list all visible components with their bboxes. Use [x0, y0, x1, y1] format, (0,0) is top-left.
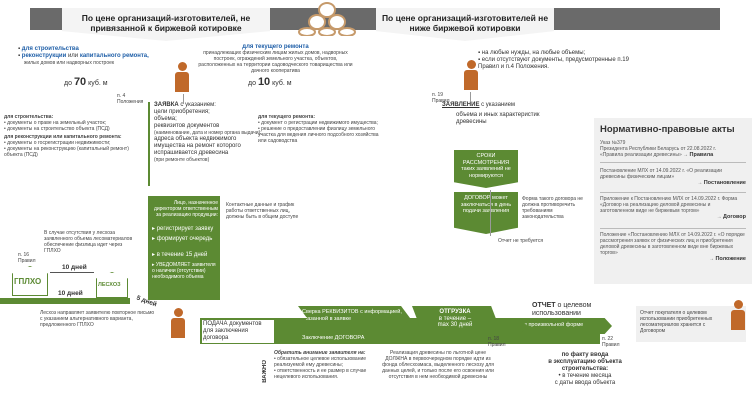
days-10-bottom: 10 дней [58, 290, 83, 297]
position-label-2: п. 19 Правил [432, 92, 450, 104]
right-top-conditions: ▪ на любые нужды, на любые объемы; ▪ есл… [478, 50, 643, 71]
banner-right-text: По цене организаций-изготовителей не ниж… [381, 13, 549, 33]
leskhoz-column [148, 196, 220, 300]
connector-report [490, 190, 491, 236]
green-floor [0, 298, 130, 304]
middle-top-repair: для текущего ремонта принадлежащих физич… [198, 44, 353, 74]
person-icon-right [463, 60, 479, 90]
leskhoz-label: ЛЕСХОЗ [98, 282, 121, 288]
leskhoz-building [96, 272, 128, 298]
gplho-building [12, 266, 48, 296]
warning-block: Обратить внимание заявителя на: • обязат… [274, 350, 367, 380]
npa-link-rules[interactable]: Правила [689, 152, 714, 158]
flow-step-report: ОТЧЕТ о целевом использовании [532, 302, 592, 317]
days-10-top: 10 дней [62, 264, 87, 271]
volume-70: до 70 куб. м [64, 76, 108, 88]
report-deadline: по факту ввода в эксплуатацию объекта ст… [548, 352, 622, 386]
volume-10: до 10 куб. м [248, 76, 292, 88]
flow-step-contract: Заключение ДОГОВОРА [298, 332, 398, 344]
person-icon-bottom [170, 308, 186, 338]
purpose-note: жилых домов или надворных построек [24, 60, 115, 66]
contract-box: ДОГОВОР может заключаться в день подачи … [454, 192, 518, 234]
leskhoz-notify: ▸ УВЕДОМЛЯЕТ заявителя о наличии (отсутс… [152, 262, 216, 280]
connector-right [470, 92, 471, 102]
leskhoz-letter: Лесхоз направляет заявителю повторное пи… [40, 310, 155, 328]
application-left: ЗАЯВКА с указанием: цели приобретения; о… [148, 102, 266, 186]
price-note: Реализация древесины по льготной цене ДО… [382, 350, 494, 380]
report-note: Отчет не требуется [498, 238, 544, 244]
banner-left: По цене организаций-изготовителей, не пр… [62, 8, 270, 41]
flow-step-archive [636, 306, 746, 342]
npa-item-3: Приложение к Постановлению МЛХ от 14.09.… [600, 196, 746, 220]
position-label-4: п. 18 Правил [488, 336, 506, 348]
npa-item-2: Постановление МЛХ от 14.09.2022 г. «О ре… [600, 168, 746, 186]
no-wood-note: В случае отсутствия у лесхоза заявленног… [44, 230, 133, 254]
npa-divider-3 [600, 228, 746, 229]
condition-docs: ▪ если отсутствуют документы, предусмотр… [478, 57, 629, 70]
repair-title: для текущего ремонта [242, 44, 309, 50]
npa-item-4: Положение «Постановлению МЛХ от 14.09.20… [600, 232, 746, 262]
connector-left [183, 94, 184, 104]
arrow-gplho-leskhoz [50, 272, 94, 273]
npa-divider-2 [600, 192, 746, 193]
flow-step-verify: Сверка РЕКВИЗИТОВ с информацией, указанн… [298, 306, 410, 330]
logs-icon [291, 2, 363, 37]
vazhno-label: ВАЖНО [262, 360, 268, 383]
docs-left: для строительства: • документы о праве н… [4, 114, 129, 158]
npa-panel [594, 118, 752, 284]
flow-step-shipment: ОТГРУЗКА в течение – max 30 дней [412, 306, 498, 342]
banner-left-text: По цене организаций-изготовителей, не пр… [81, 13, 251, 33]
npa-link-resolution[interactable]: Постановление [703, 180, 746, 186]
person-icon-archive [730, 300, 746, 330]
npa-divider-1 [600, 162, 746, 163]
npa-link-contract[interactable]: Договор [723, 214, 746, 220]
application-right-item: объема и иных характеристик древесины [456, 112, 540, 125]
flow-step-submit: ПОДАЧА документов для заключения договор… [202, 320, 274, 343]
archive-text: Отчет покупателя о целевом использовании… [640, 310, 713, 334]
leskhoz-register: ▸ регистрирует заявку [152, 226, 214, 232]
person-icon-left [174, 62, 190, 92]
npa-title: Нормативно-правовые акты [600, 124, 735, 135]
npa-item-1: Указ №379 Президента Республики Беларусь… [600, 140, 716, 158]
leskhoz-queue: ▸ формирует очередь [152, 236, 213, 242]
docs-middle: для текущего ремонта: • документ о регис… [258, 114, 379, 144]
purpose-reconstruction: ▪ реконструкции или капитального ремонта… [18, 53, 149, 59]
position-label-5: п. 22 Правил [602, 336, 620, 348]
position-label-1: п. 4 Положения [117, 93, 144, 105]
condition-any: ▪ на любые нужды, на любые объемы; [478, 50, 586, 56]
purpose-construction: ▪ для строительства [18, 46, 79, 52]
application-items: цели приобретения; объема; реквизитов до… [154, 109, 262, 163]
banner-right: По цене организаций-изготовителей не ниж… [376, 8, 554, 41]
flow-step-free-form: в произвольной форме [520, 318, 612, 334]
gplho-label: ГПЛХО [14, 277, 42, 286]
terms-box: СРОКИ РАССМОТРЕНИЯ таких заявлений не но… [454, 150, 518, 188]
leskhoz-15days: ▸ в течение 15 дней [152, 252, 208, 258]
position-label-3: п. 16 Правил [18, 252, 36, 264]
leskhoz-head: Лицо, назначенное директором ответственн… [153, 200, 218, 218]
leskhoz-contacts: Контактные данные и график работы ответс… [226, 202, 299, 220]
npa-link-regulation[interactable]: Положение [715, 256, 746, 262]
left-top-purposes: ▪ для строительства ▪ реконструкции или … [18, 46, 168, 66]
repair-text: принадлежащих физическим лицам жилых дом… [198, 50, 353, 74]
application-right: ЗАЯВЛЕНИЕ с указанием объема и иных хара… [442, 102, 552, 126]
application-title: ЗАЯВКА [154, 102, 179, 108]
contract-note: Форма такого договора не должна противор… [522, 196, 583, 220]
